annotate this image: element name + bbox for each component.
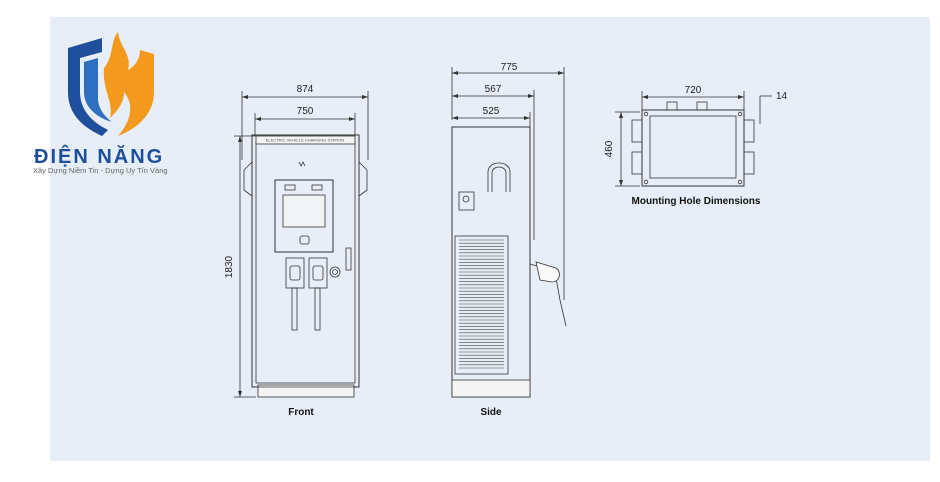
front-view: [234, 91, 369, 398]
brand-slogan: Xây Dựng Niềm Tin - Dựng Uy Tín Vàng: [33, 166, 168, 175]
side-depth-overall-label: 775: [501, 62, 518, 73]
mounting-offset-label: 14: [776, 91, 788, 102]
mounting-width-label: 720: [685, 85, 702, 96]
vent-slats: [459, 239, 504, 369]
brand-name: ĐIỆN NĂNG: [34, 146, 165, 168]
brand-logo-icon: [68, 32, 154, 136]
mounting-caption: Mounting Hole Dimensions: [632, 196, 761, 207]
side-caption: Side: [480, 407, 502, 418]
front-width-inner-label: 750: [297, 106, 314, 117]
side-depth-mid-label: 567: [485, 84, 502, 95]
mounting-view: [615, 91, 772, 187]
mounting-height-label: 460: [604, 140, 615, 157]
front-caption: Front: [288, 407, 314, 418]
front-header-text: ELECTRIC VEHICLE CHARGING STATION: [266, 138, 345, 143]
side-depth-body-label: 525: [483, 106, 500, 117]
front-height-label: 1830: [224, 255, 235, 278]
side-view: [451, 67, 567, 398]
front-width-outer-label: 874: [297, 84, 314, 95]
